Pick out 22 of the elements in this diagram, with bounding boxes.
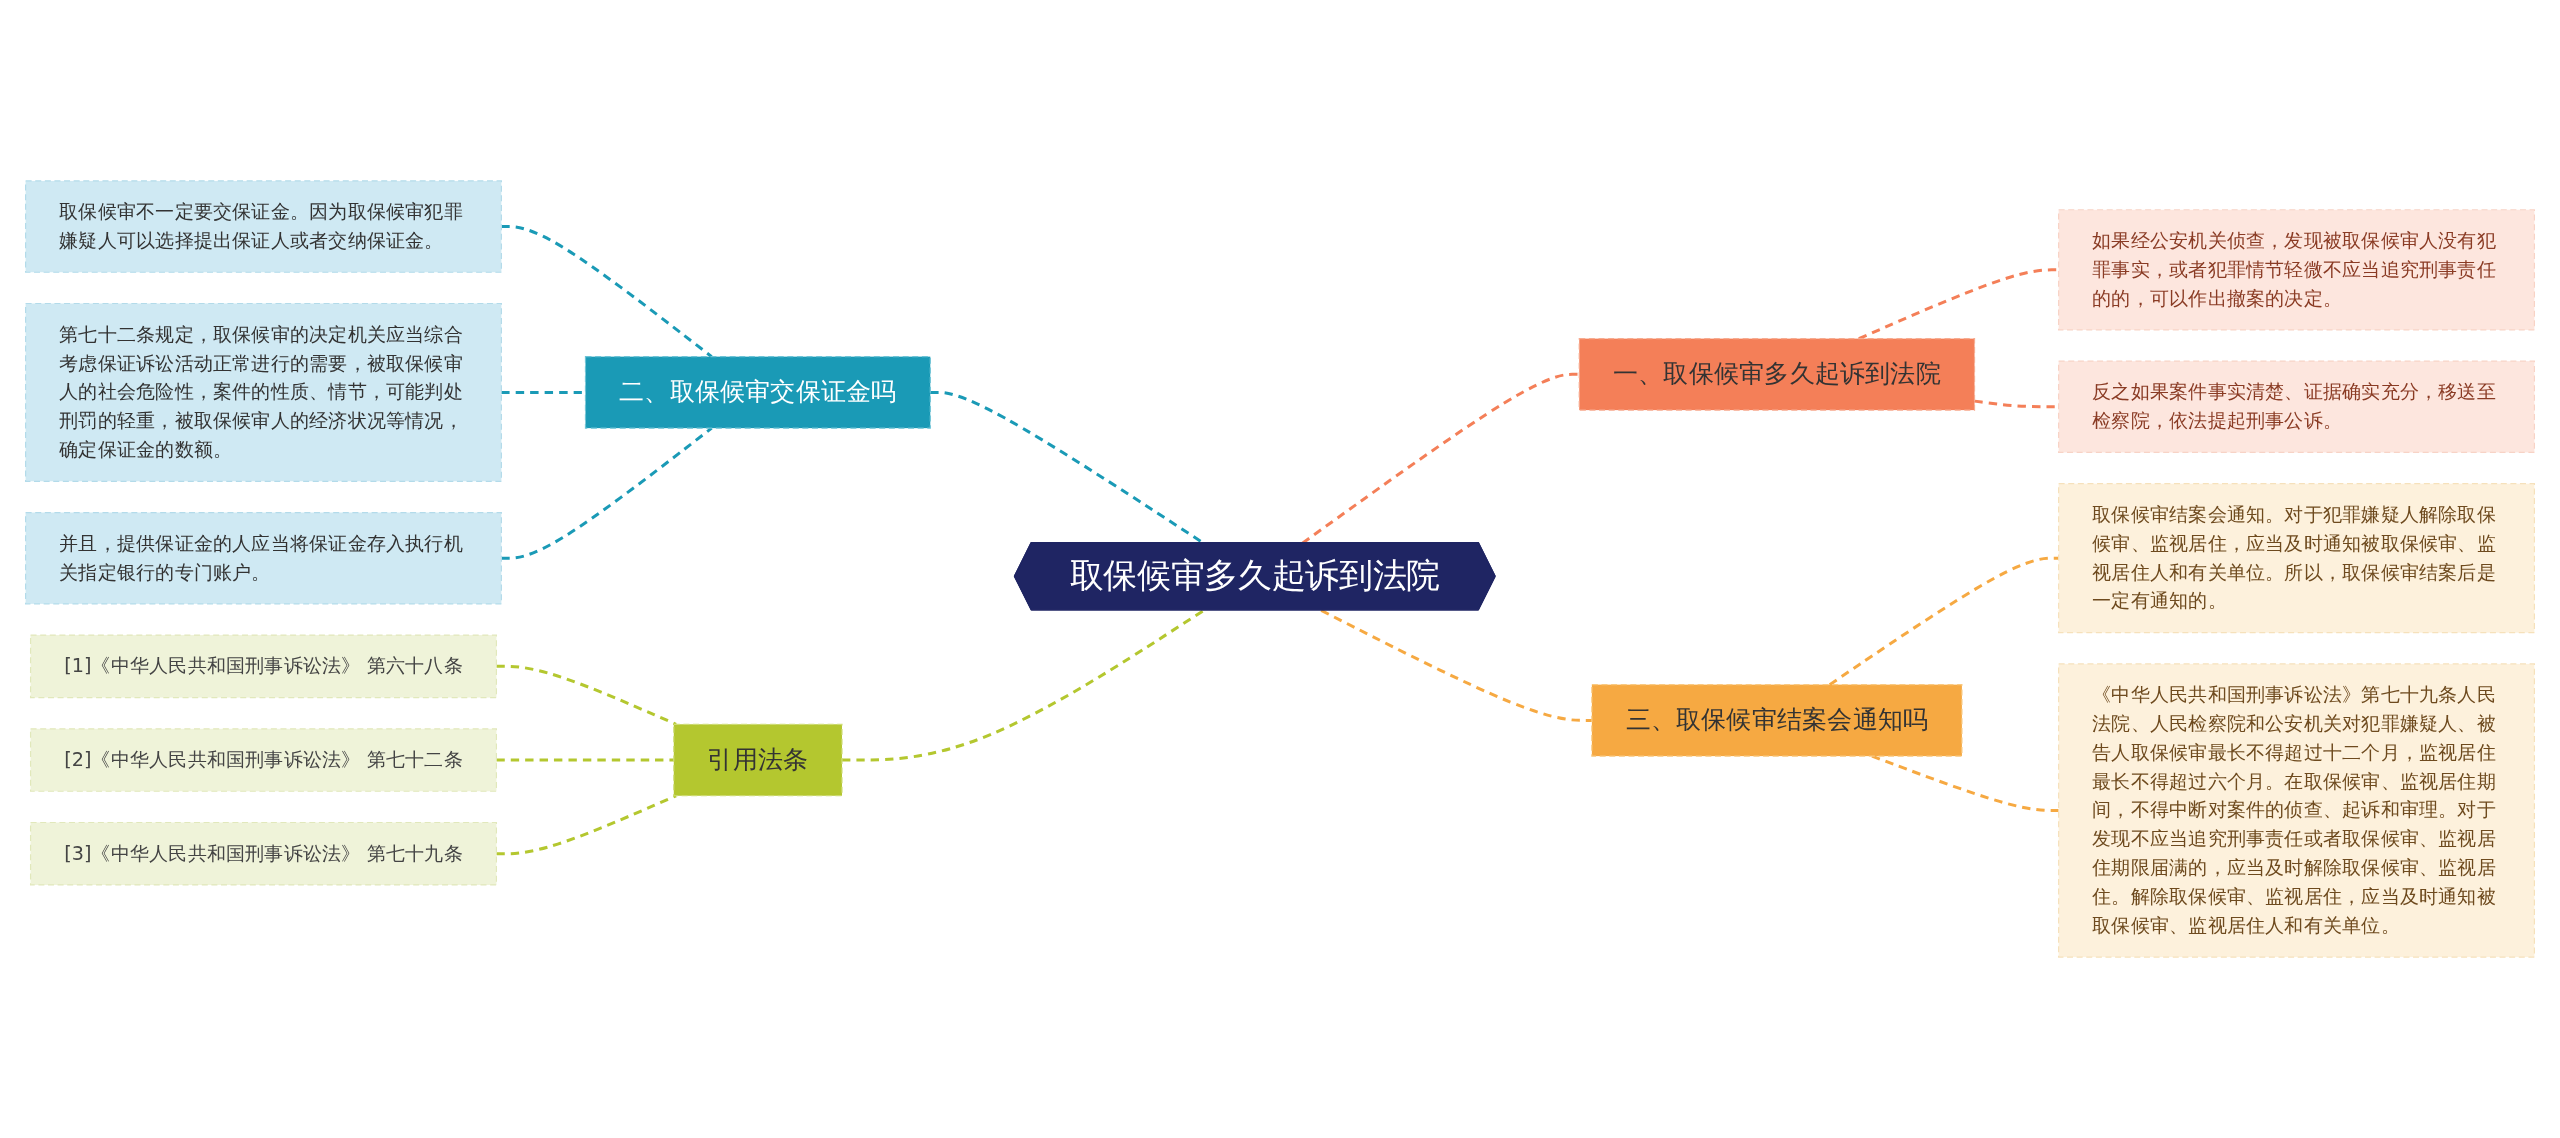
node-box: 二、取保候审交保证金吗 [584, 356, 931, 429]
connector [501, 225, 713, 358]
connector [1858, 268, 2059, 340]
connector [496, 794, 677, 856]
node-box: 第七十二条规定，取保候审的决定机关应当综合考虑保证诉讼活动正常进行的需要，被取保候审人的社会危险性，案件的性质、情节，可能判处刑罚的轻重，被取保候审人的经济状况等情况，确定保证金的数额。 [25, 302, 502, 482]
connector [496, 758, 674, 762]
node-box: 并且，提供保证金的人应当将保证金存入执行机关指定银行的专门账户。 [25, 511, 502, 605]
node-box: [2]《中华人民共和国刑事诉讼法》 第七十二条 [29, 728, 498, 792]
node-box: 取保候审结案会通知。对于犯罪嫌疑人解除取保候审、监视居住，应当及时通知被取保候审、监视居住人和有关单位。所以，取保候审结案后是一定有通知的。 [2058, 483, 2535, 634]
node-box: 三、取保候审结案会通知吗 [1591, 684, 1963, 757]
node-box: 引用法条 [673, 723, 843, 797]
connector [842, 609, 1205, 762]
connector [496, 664, 677, 726]
node-box: 如果经公安机关侦查，发现被取保候审人没有犯罪事实，或者犯罪情节轻微不应当追究刑事责任的的，可以作出撤案的决定。 [2058, 209, 2535, 331]
node-box: 取保候审不一定要交保证金。因为取保候审犯罪嫌疑人可以选择提出保证人或者交纳保证金。 [25, 180, 502, 273]
connector [1828, 556, 2059, 686]
node-box: [1]《中华人民共和国刑事诉讼法》 第六十八条 [29, 634, 498, 699]
node-box: [3]《中华人民共和国刑事诉讼法》 第七十九条 [29, 821, 498, 886]
node-box: 反之如果案件事实清楚、证据确实充分，移送至检察院，依法提起刑事公诉。 [2058, 360, 2535, 454]
node-box: 《中华人民共和国刑事诉讼法》第七十九条人民法院、人民检察院和公安机关对犯罪嫌疑人、被告人取保候审最长不得超过十二个月，监视居住最长不得超过六个月。在取保候审、监视居住期间，不得中断对案件的侦查、起诉和审理。对于发现不应当追究刑事责任或者取保候审、监视居住期限届满的，应当及时解除取保候审、监视居住。解除取保候审、监视居住，应当及时通知被取保候审、监视居住人和有关单位。 [2058, 663, 2535, 958]
node-box: 一、取保候审多久起诉到法院 [1578, 338, 1976, 411]
connector [1320, 609, 1592, 722]
